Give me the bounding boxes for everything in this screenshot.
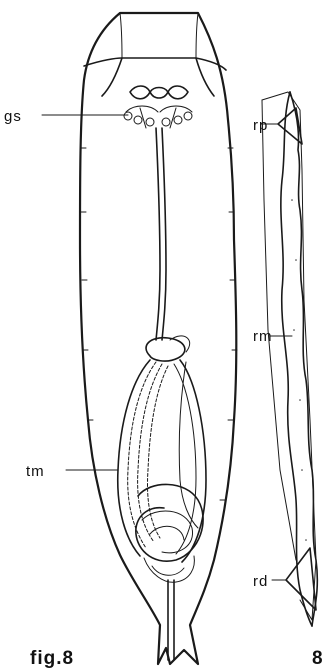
gland-structure (124, 86, 192, 128)
label-rd: rd (253, 573, 268, 590)
figure-caption-right: 8 (312, 648, 324, 669)
label-rm: rm (253, 328, 273, 345)
label-gs: gs (4, 108, 22, 125)
central-duct (156, 128, 166, 340)
label-tm: tm (26, 463, 45, 480)
figure-caption: fig.8 (30, 648, 74, 669)
tubule-mass (118, 336, 206, 660)
label-rp: rp (253, 117, 268, 134)
spindle-organ (262, 92, 317, 626)
